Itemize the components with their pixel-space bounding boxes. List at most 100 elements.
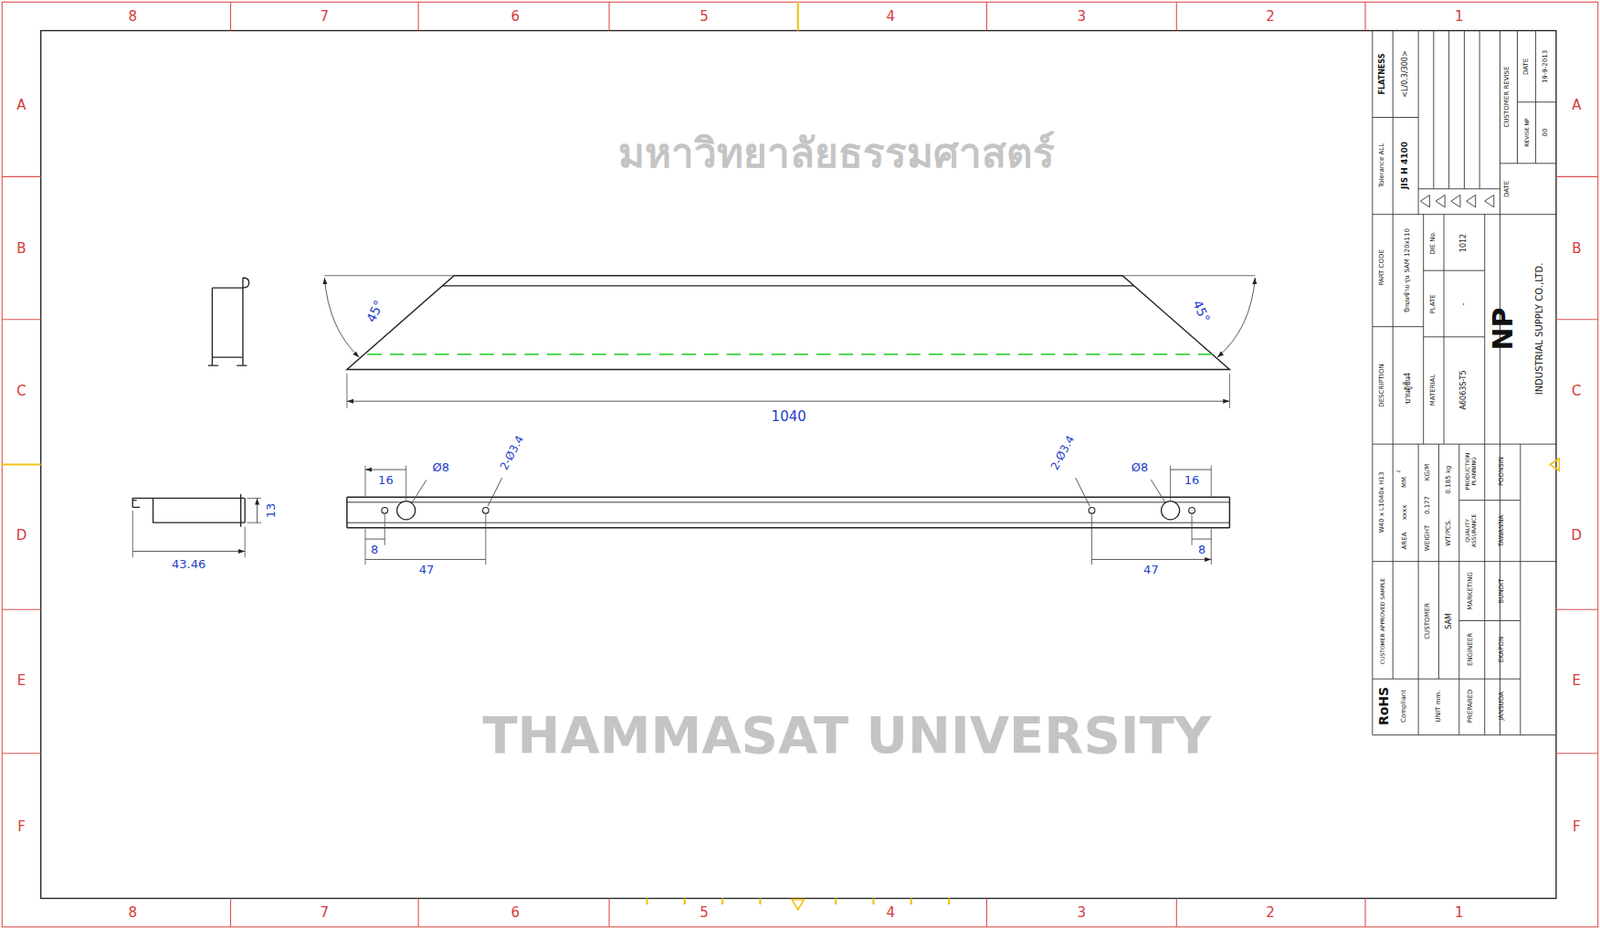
zone-number: 8: [128, 9, 138, 25]
title-block-text: JIS H 4100: [1400, 141, 1411, 190]
dimension-line: [365, 469, 1211, 559]
dimension-text: 13: [264, 503, 278, 519]
title-block-text: Compliant: [1400, 689, 1409, 723]
profile-section: [208, 277, 250, 366]
hole: [1161, 501, 1180, 520]
zone-number: 7: [320, 9, 330, 25]
zone-letter: D: [16, 526, 28, 543]
title-block-text: DESCRIPTION: [1378, 364, 1387, 408]
extension-line: [132, 497, 262, 558]
zone-letter: C: [16, 383, 26, 400]
rail-outline: [347, 496, 1231, 528]
title-block-text: ENGINEER: [1467, 632, 1475, 666]
title-block-text: ปีกบนซ้าย รุ่น SAM 120x110: [1404, 228, 1412, 313]
title-block-text: 1012: [1460, 233, 1469, 253]
title-block-text: Tolerance ALL: [1378, 143, 1387, 188]
angle-arc: [324, 277, 359, 358]
title-block-text: DATE: [1523, 57, 1531, 74]
title-block-text: MATERIAL: [1430, 374, 1438, 407]
profile-section: [132, 494, 245, 527]
title-block-text: 0.185 kg: [1445, 465, 1453, 495]
title-block-text: xxxx: [1401, 505, 1410, 521]
angle-dimension: 45°: [364, 297, 387, 325]
title-block-text: 2: [1396, 470, 1402, 474]
company-logo: NP: [1486, 306, 1517, 350]
title-block-text: DATE: [1505, 180, 1513, 198]
dimension-text: 16: [378, 473, 394, 487]
title-block-text: MM: [1401, 475, 1410, 487]
centre-triangle: [1549, 458, 1559, 471]
dimension-line: [132, 497, 257, 551]
dimension-text: 47: [419, 562, 435, 576]
title-block-text: FLATNESS: [1378, 52, 1388, 95]
title-block-text: 00: [1542, 128, 1550, 137]
zone-number: 2: [1265, 9, 1275, 25]
title-block-text: EKAPON: [1498, 635, 1506, 663]
title-block-text: 0.177: [1424, 495, 1432, 515]
zone-letter: E: [17, 673, 26, 689]
title-block-text: WEIGHT: [1424, 525, 1432, 551]
hole: [1189, 506, 1196, 514]
dimension-text: 47: [1143, 562, 1159, 576]
title-block-text: A6063S-T5: [1460, 369, 1469, 410]
extension-line: [365, 465, 1211, 565]
hole: [397, 501, 416, 520]
dimension-line: [347, 400, 1231, 402]
zone-letter: B: [1571, 240, 1581, 256]
dimension-text: 16: [1184, 473, 1200, 487]
frame-border: [41, 31, 1557, 899]
company-name: INDUSTRIAL SUPPLY CO.,LTD.: [1534, 263, 1545, 396]
centre-triangle: [791, 899, 804, 910]
title-block-text: WT/PCS.: [1445, 519, 1453, 547]
watermark: มหาวิทยาลัยธรรมศาสตร์: [618, 130, 1055, 175]
leader-line: [411, 477, 1166, 506]
zone-letter: A: [1571, 97, 1581, 114]
zone-letter: F: [17, 819, 26, 835]
part-outline: [347, 275, 1231, 370]
dimension-text: 2-Ø3.4: [1049, 433, 1078, 473]
title-block-text: MARKETING: [1467, 571, 1475, 611]
part-edge: [442, 284, 1134, 286]
zone-letter: B: [16, 240, 26, 256]
zone-number: 4: [886, 905, 896, 921]
hole: [1088, 506, 1095, 514]
zone-number: 2: [1265, 905, 1275, 921]
extension-line: [324, 275, 1255, 409]
angle-dimension: 45°: [1189, 297, 1212, 325]
dimension-text: Ø8: [1131, 461, 1149, 474]
title-block-text: SAM: [1444, 612, 1453, 630]
title-block-text: W40 x L1040x H13: [1378, 472, 1387, 534]
title-block-text: DIE No.: [1430, 231, 1438, 255]
zone-number: 3: [1077, 905, 1087, 921]
title-block-text: CUSTOMER: [1424, 602, 1432, 640]
title-block-text: PART CODE: [1378, 249, 1387, 286]
title-block-text: QUALITY ASSURANCE: [1465, 506, 1478, 555]
zone-letter: E: [1572, 673, 1581, 689]
hole: [483, 506, 490, 514]
zone-number: 5: [699, 905, 709, 921]
revision-triangle: [1420, 194, 1494, 207]
title-block-text: CUSTOMER REVISE: [1505, 66, 1513, 128]
angle-arc: [1217, 277, 1255, 358]
title-block-text: <L/0.3/300>: [1400, 50, 1410, 97]
title-block-text: PRODUCTION PLANNING: [1465, 447, 1478, 495]
zone-number: 1: [1454, 9, 1464, 25]
zone-letter: D: [1571, 526, 1583, 543]
zone-number: 3: [1077, 9, 1087, 25]
title-block-text: 19-9-2013: [1542, 49, 1550, 83]
dimension-text: 8: [1198, 543, 1206, 557]
dimension-text: 43.46: [171, 557, 206, 571]
zone-letter: A: [16, 97, 26, 114]
zone-number: 7: [320, 905, 330, 921]
zone-letter: C: [1571, 383, 1581, 400]
zone-number: 8: [128, 905, 138, 921]
zone-number: 5: [699, 9, 709, 25]
title-block-text: JANSUDA: [1498, 692, 1506, 722]
zone-number: 4: [886, 9, 896, 25]
zone-number: 6: [511, 9, 521, 25]
title-block-text: POONSIN: [1498, 456, 1506, 486]
watermark: THAMMASAT UNIVERSITY: [482, 706, 1211, 764]
